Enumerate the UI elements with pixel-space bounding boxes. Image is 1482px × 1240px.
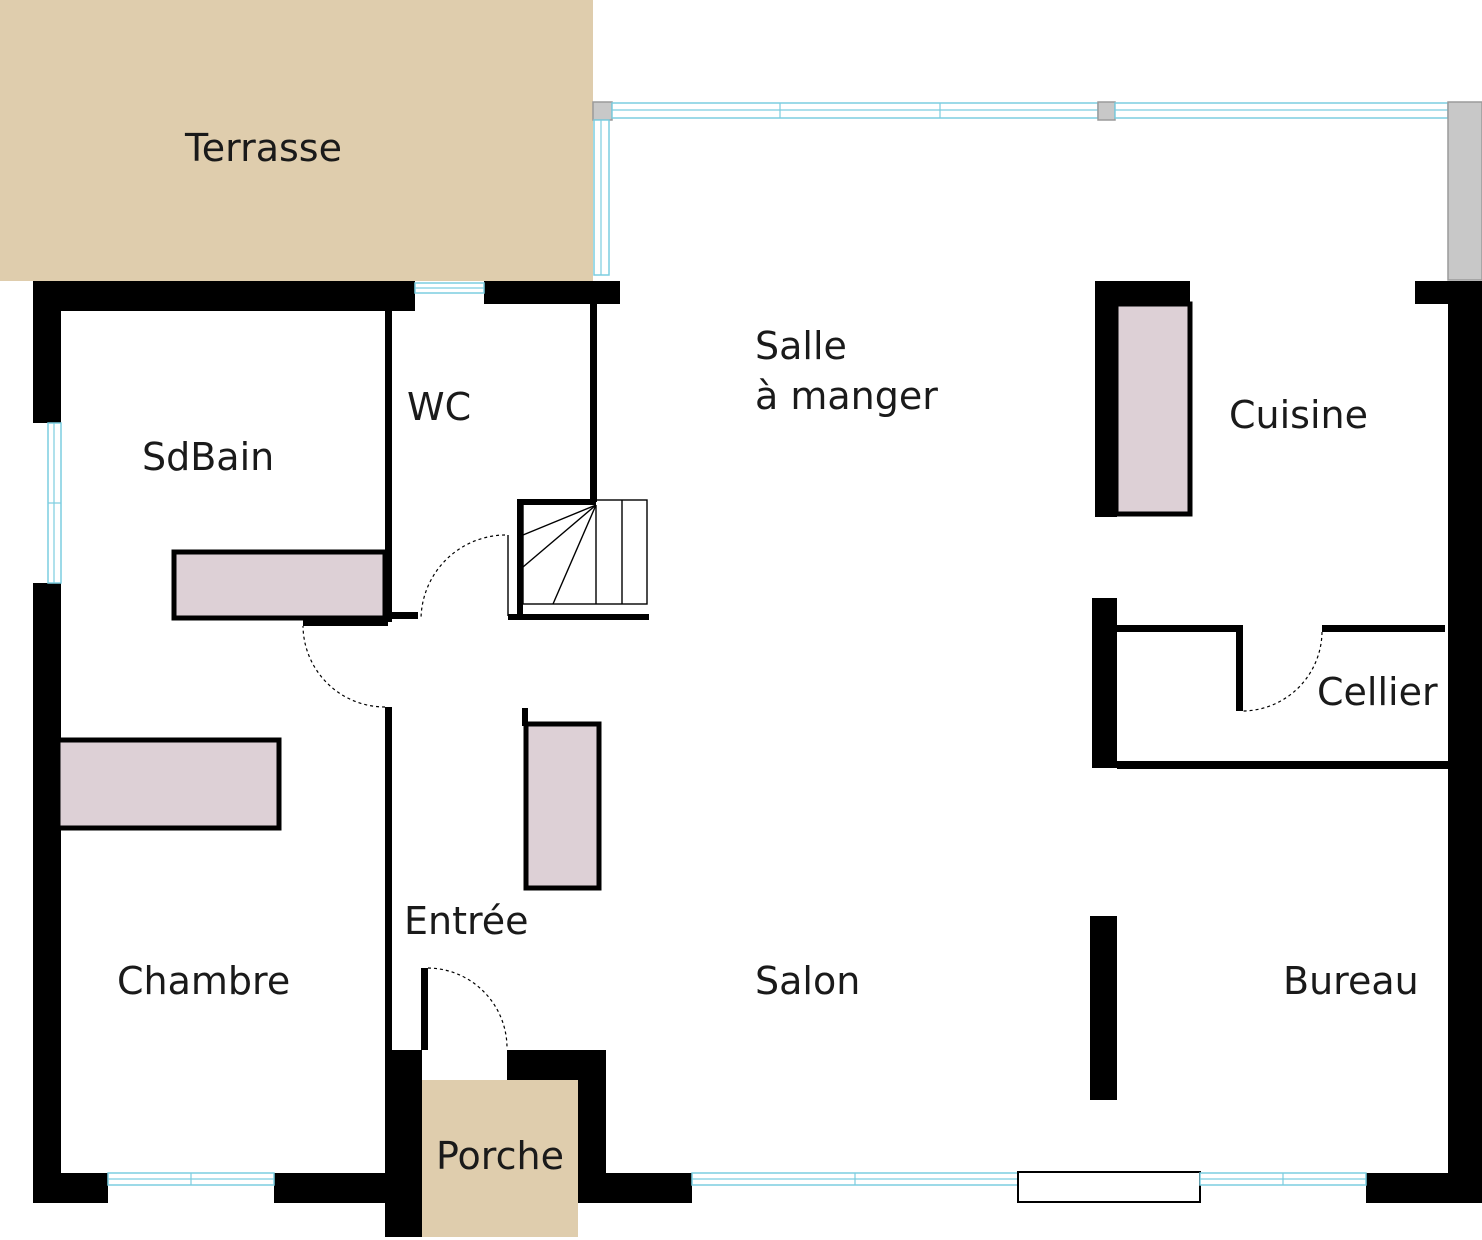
label-porche: Porche	[436, 1134, 564, 1178]
interior-walls	[303, 304, 1448, 1237]
terrace-area	[0, 0, 593, 281]
label-bureau: Bureau	[1283, 959, 1419, 1003]
label-sdbain: SdBain	[142, 435, 274, 479]
door-swings	[302, 534, 1323, 1049]
staircase	[507, 499, 649, 620]
top-glazing	[592, 101, 1482, 281]
room-labels: Terrasse Salle à manger WC SdBain Cuisin…	[117, 126, 1438, 1178]
label-terrasse: Terrasse	[184, 126, 342, 170]
label-cellier: Cellier	[1317, 670, 1438, 714]
label-entree: Entrée	[404, 899, 529, 943]
label-chambre: Chambre	[117, 959, 290, 1003]
exterior-walls	[33, 281, 1482, 1203]
label-salon: Salon	[755, 959, 860, 1003]
label-cuisine: Cuisine	[1229, 393, 1368, 437]
windows	[47, 282, 1367, 1203]
label-salle-line1: Salle	[755, 324, 847, 368]
porch-area	[417, 1080, 578, 1237]
label-salle-line2: à manger	[755, 374, 938, 418]
furniture	[55, 281, 1193, 891]
label-wc: WC	[407, 385, 471, 429]
